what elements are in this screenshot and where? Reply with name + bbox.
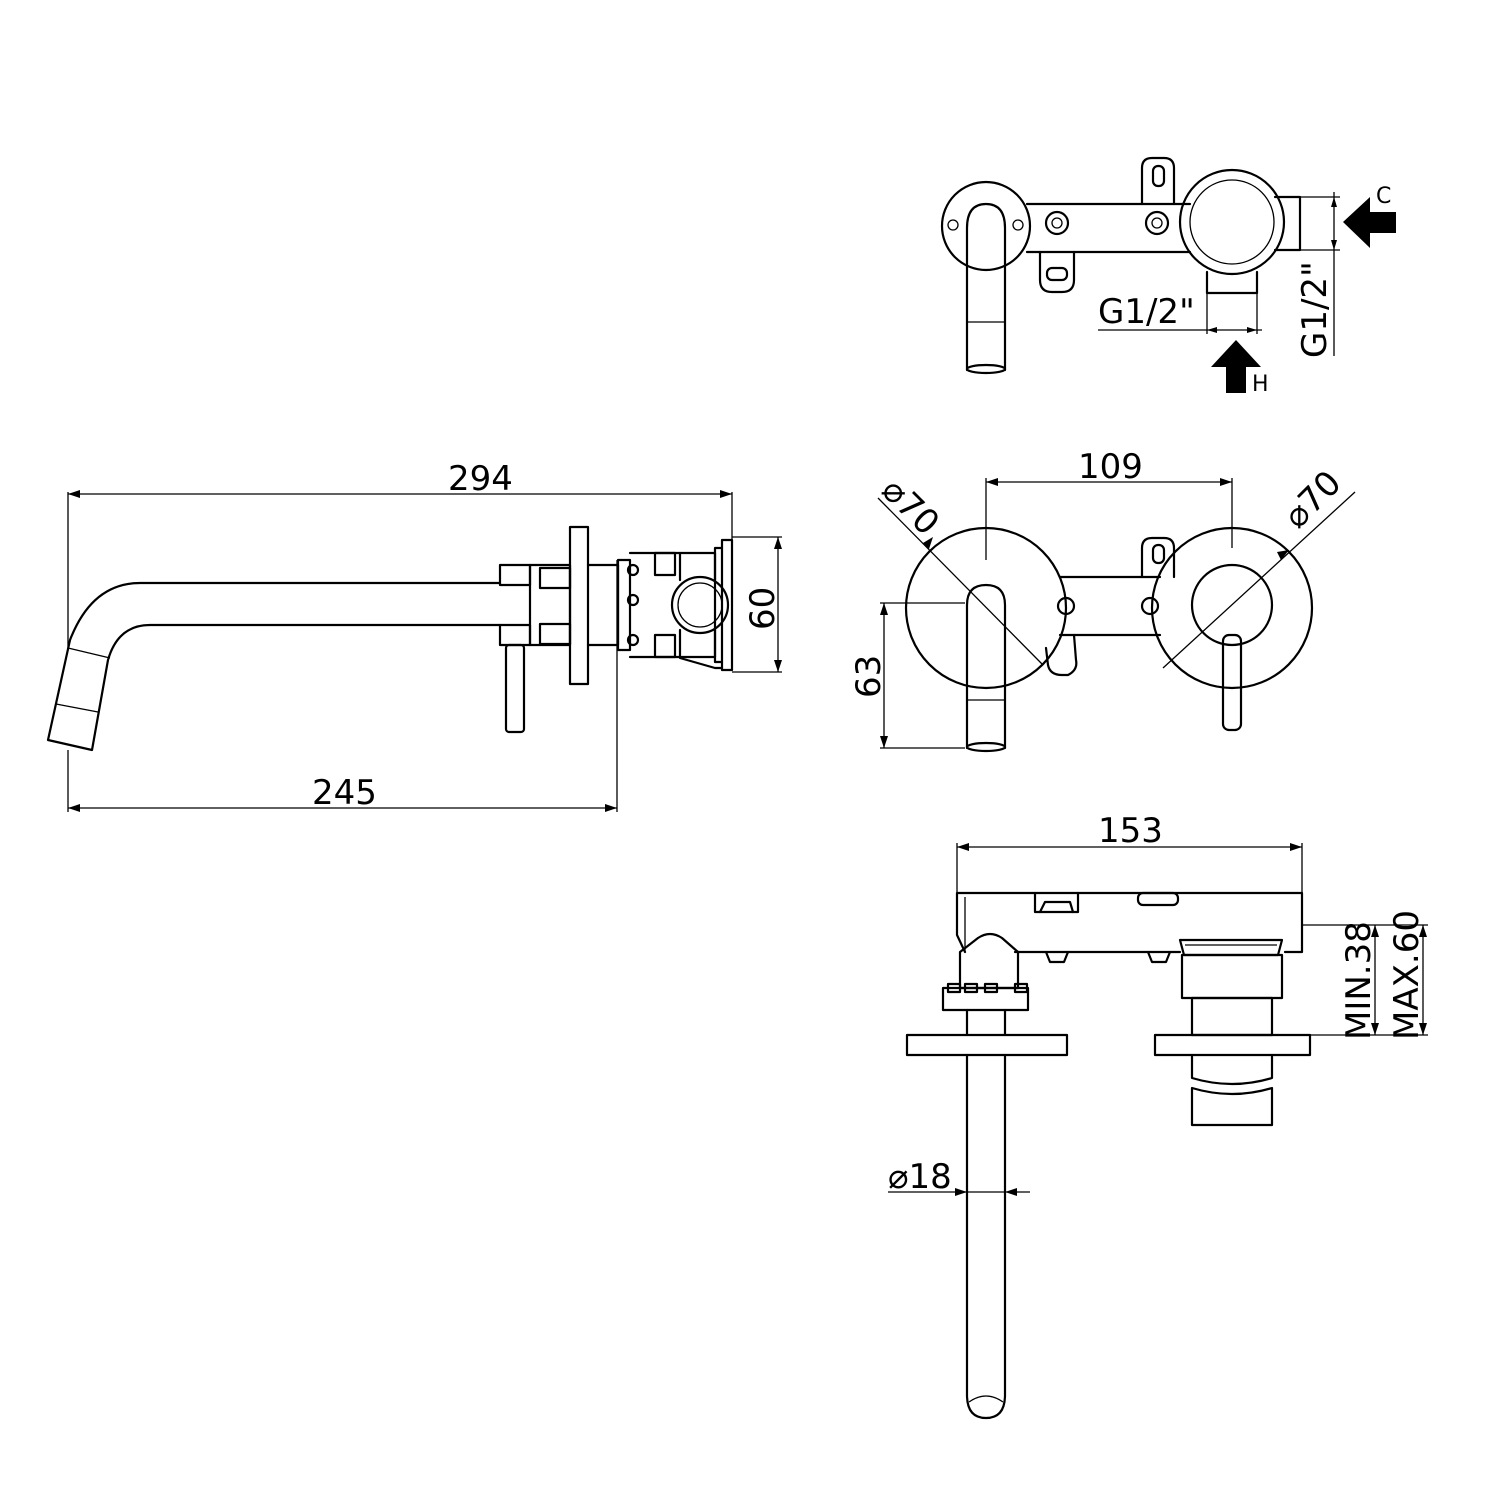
top-left-flange — [940, 180, 1032, 272]
label-min-depth: MIN.38 — [1339, 921, 1379, 1040]
plan-body — [955, 891, 1304, 954]
front-spout — [965, 583, 1007, 750]
label-flange-left-dia: ⌀70 — [874, 470, 947, 543]
front-right-flange — [1150, 526, 1314, 690]
top-spout — [965, 202, 1007, 372]
hot-inlet-arrow — [1211, 340, 1261, 393]
side-view: 294 60 245 — [46, 459, 783, 813]
plan-view: 153 MIN.38 MAX.60 ⌀18 — [888, 811, 1428, 1420]
label-center-distance: 109 — [1078, 447, 1143, 487]
label-inlet-bottom: G1/2" — [1098, 292, 1195, 332]
label-spout-height: 63 — [849, 655, 889, 698]
top-view: G1/2" G1/2" C H — [940, 156, 1396, 397]
front-lever — [1221, 633, 1243, 732]
label-width-body: 153 — [1098, 811, 1163, 851]
side-wall-plate — [568, 525, 590, 686]
side-spout — [46, 581, 502, 752]
label-length-overall: 294 — [448, 459, 513, 499]
plan-spout — [965, 1053, 1007, 1420]
label-flange-right-dia: ⌀70 — [1276, 463, 1349, 536]
top-valve-body — [1178, 168, 1286, 276]
label-spout-dia: ⌀18 — [888, 1157, 952, 1197]
label-length-spout: 245 — [312, 773, 377, 813]
label-cold: C — [1376, 184, 1391, 209]
cold-inlet-arrow — [1343, 197, 1396, 248]
top-body-bar — [1025, 202, 1192, 254]
plan-left-flange — [905, 1033, 1069, 1057]
plan-right-flange — [1153, 1033, 1312, 1057]
label-height-body: 60 — [743, 587, 783, 630]
front-view: 109 ⌀70 ⌀70 63 — [849, 447, 1356, 753]
label-max-depth: MAX.60 — [1387, 910, 1427, 1040]
label-hot: H — [1252, 372, 1269, 397]
label-inlet-side: G1/2" — [1295, 261, 1335, 358]
